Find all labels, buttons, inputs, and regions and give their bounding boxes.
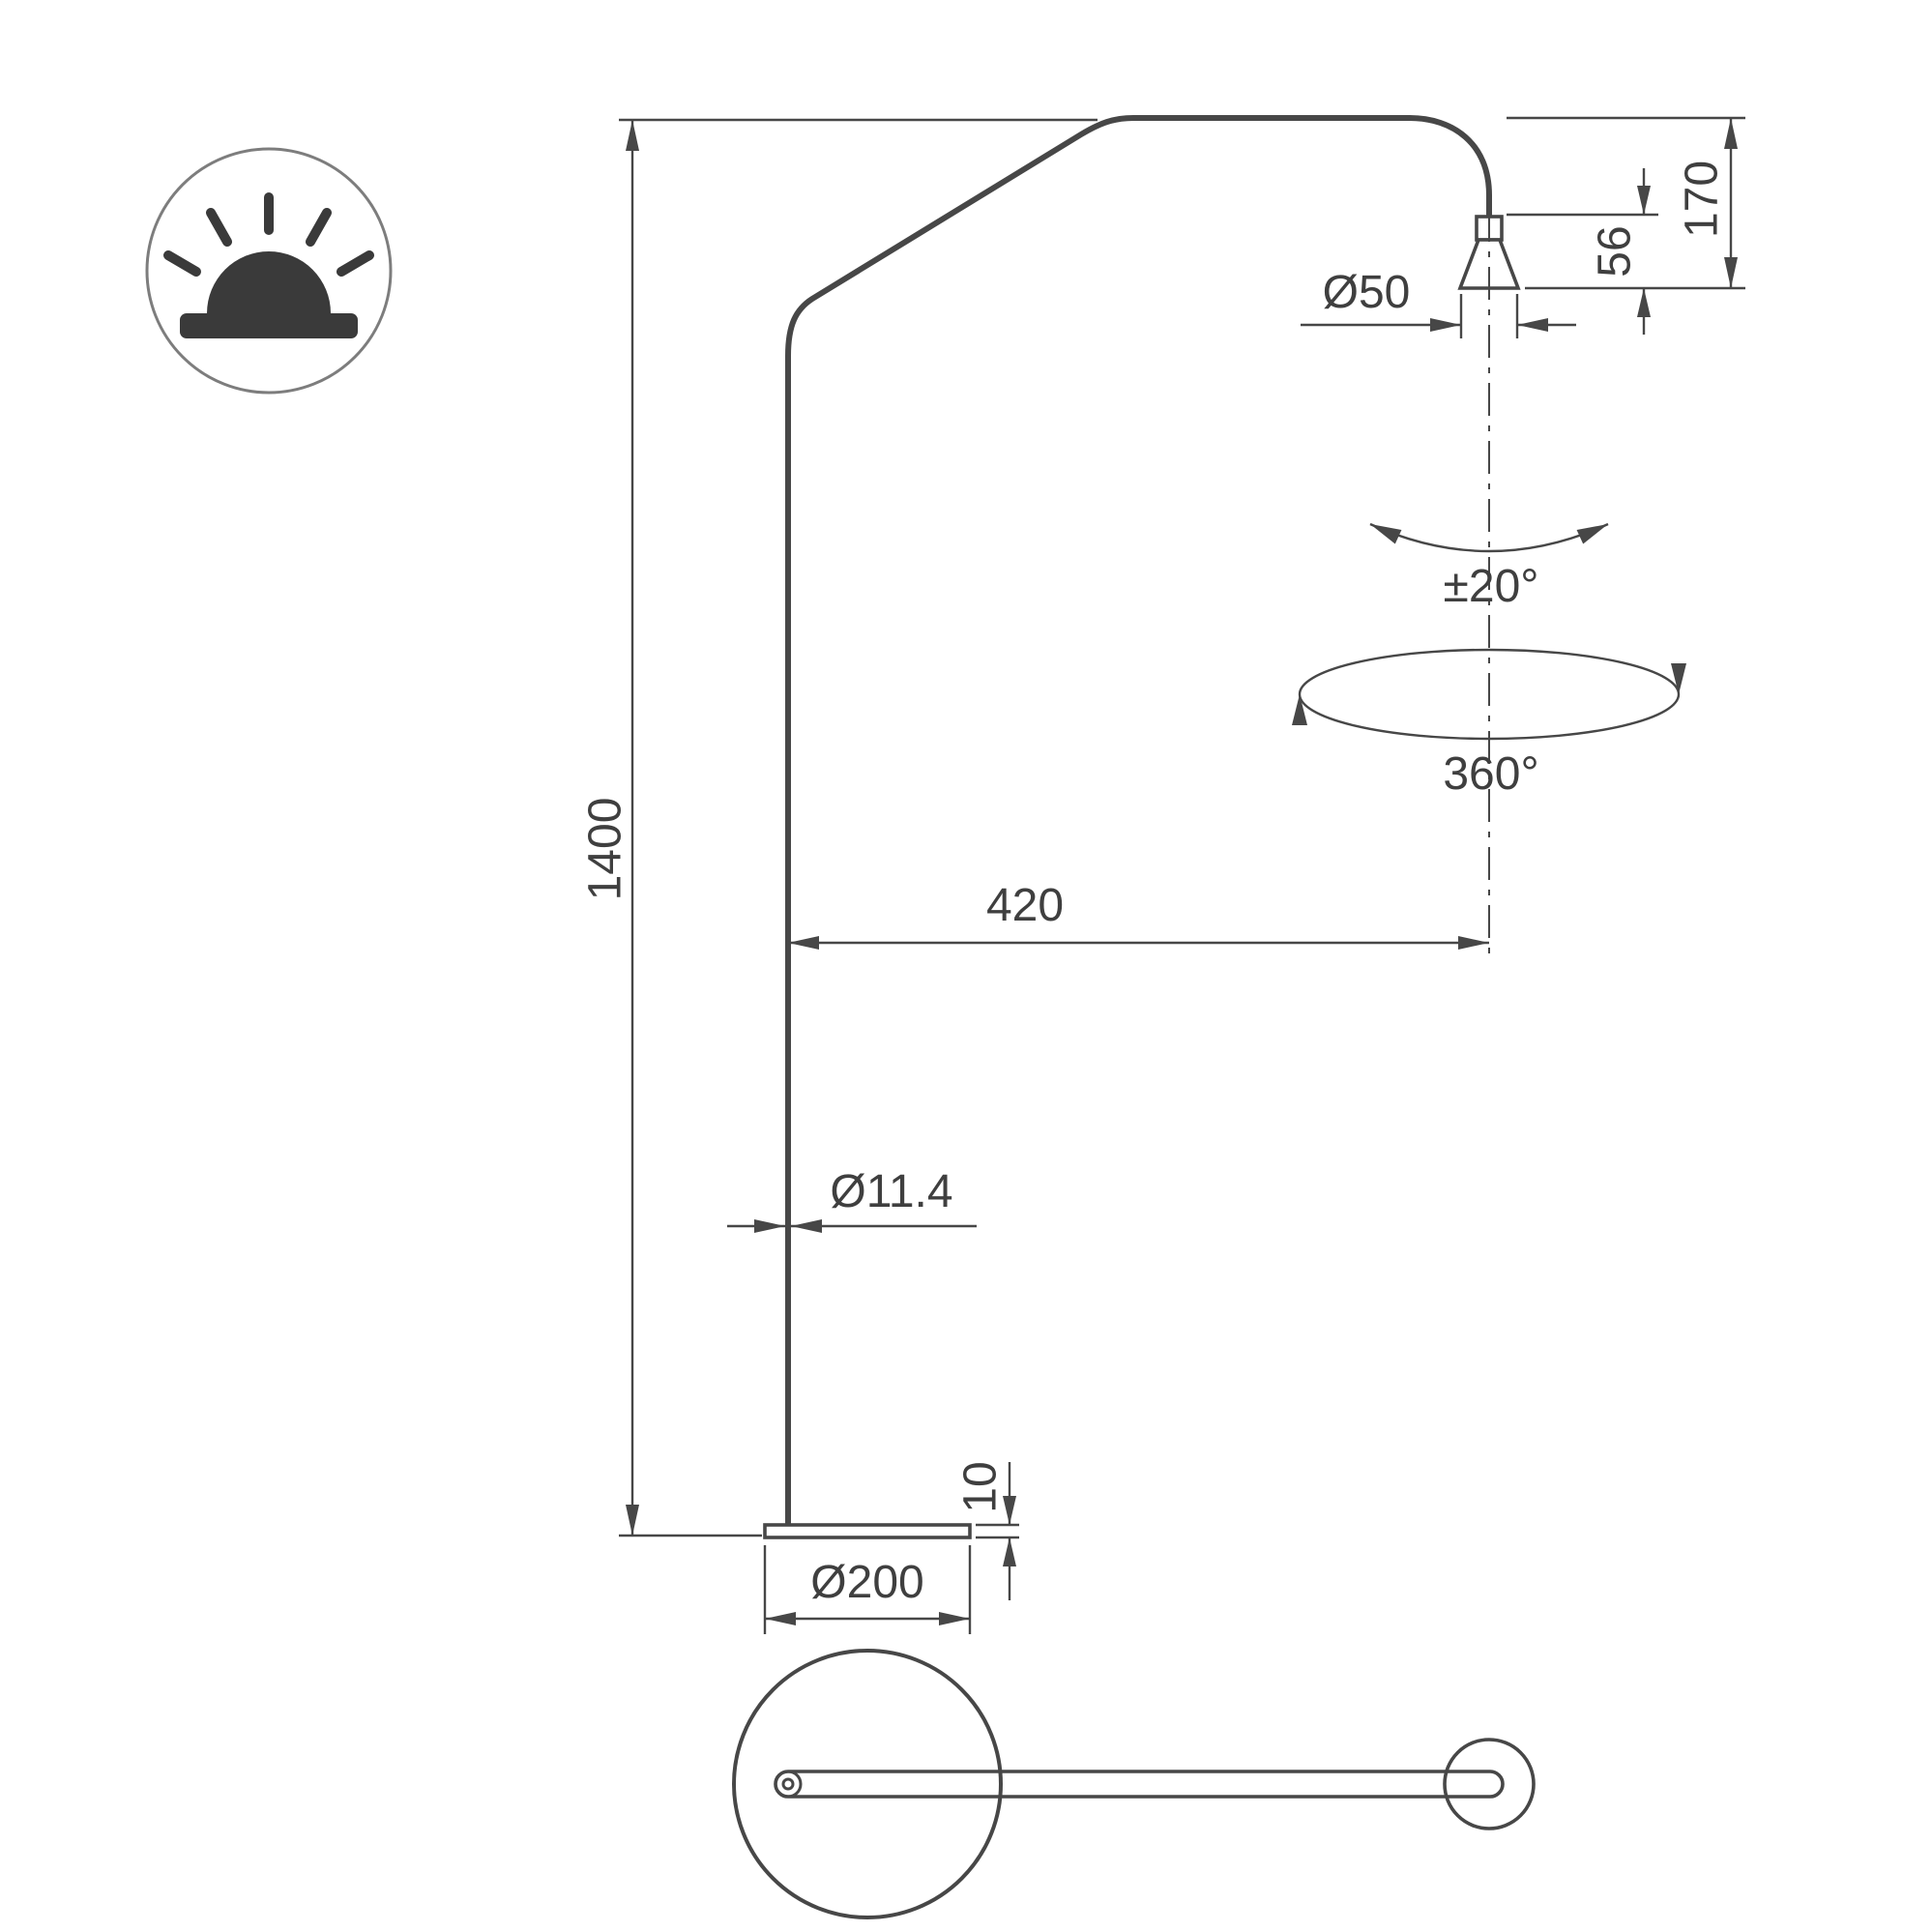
- arrowhead: [626, 1505, 639, 1536]
- dim-head-diameter: Ø50: [1301, 267, 1576, 338]
- lamp-dome-icon: [207, 251, 331, 313]
- arrowhead: [788, 936, 819, 950]
- arrowhead: [1637, 288, 1651, 317]
- dim-pole-diameter: Ø11.4: [727, 1166, 977, 1233]
- arrowhead: [1430, 318, 1461, 332]
- arrowhead: [1003, 1537, 1016, 1566]
- pole-cross-section-center: [781, 1777, 795, 1791]
- lamp-top-view: [732, 1649, 1536, 1919]
- arrowhead: [1003, 1496, 1016, 1525]
- dim-base-thickness: 10: [955, 1461, 1019, 1600]
- arrowhead: [1724, 257, 1738, 288]
- arrowhead: [754, 1219, 785, 1233]
- base-plate-side: [763, 1523, 972, 1539]
- arrowhead: [1292, 694, 1307, 725]
- light-ray-icon: [337, 250, 374, 277]
- dim-label-head-drop: 170: [1677, 161, 1728, 238]
- pole-cross-section: [774, 1770, 803, 1799]
- dim-arm-offset: 420: [788, 880, 1489, 950]
- dim-overall-height: 1400: [580, 118, 1098, 1537]
- arrowhead: [765, 1612, 796, 1625]
- light-ray-icon: [206, 208, 232, 247]
- dim-base-diameter: Ø200: [763, 1545, 972, 1634]
- light-ray-icon: [306, 208, 332, 247]
- dim-head-drop: 170: [1507, 116, 1745, 288]
- surface-mounted-light-icon: [145, 147, 393, 395]
- arrowhead: [626, 120, 639, 151]
- base-plate-top-view: [732, 1649, 1003, 1919]
- dim-label-head-height: 56: [1590, 225, 1641, 277]
- tilt-range-indicator: ±20°: [1369, 522, 1609, 612]
- dim-label-base-thickness: 10: [955, 1461, 1007, 1512]
- tilt-arc: [1369, 522, 1609, 553]
- label-rotation-range: 360°: [1443, 748, 1538, 800]
- arrowhead: [791, 1219, 822, 1233]
- dim-label-base-diameter: Ø200: [810, 1557, 923, 1608]
- arrowhead: [1724, 118, 1738, 149]
- lamp-pole-and-arm: [785, 115, 1492, 1528]
- arrowhead: [1671, 663, 1686, 694]
- lamp-head-cone: [1457, 238, 1521, 290]
- arrowhead: [939, 1612, 970, 1625]
- arrowhead: [1370, 524, 1402, 544]
- light-ray-icon: [163, 250, 201, 277]
- arrowhead: [1458, 936, 1489, 950]
- arrowhead: [1517, 318, 1548, 332]
- head-top-view: [1443, 1738, 1536, 1830]
- arrowhead: [1637, 186, 1651, 215]
- arm-top-view: [774, 1770, 1505, 1799]
- arrowhead: [1576, 524, 1608, 544]
- lamp-base-icon: [180, 313, 358, 338]
- dim-label-head-diameter: Ø50: [1323, 267, 1411, 318]
- label-tilt-range: ±20°: [1444, 561, 1539, 612]
- rotation-range-indicator: 360°: [1292, 648, 1686, 800]
- dim-label-overall-height: 1400: [580, 798, 631, 901]
- dim-label-arm-offset: 420: [986, 880, 1064, 931]
- dim-head-height: 56: [1507, 168, 1745, 335]
- dim-label-pole-diameter: Ø11.4: [830, 1166, 952, 1217]
- lamp-side-view: [763, 115, 1521, 1539]
